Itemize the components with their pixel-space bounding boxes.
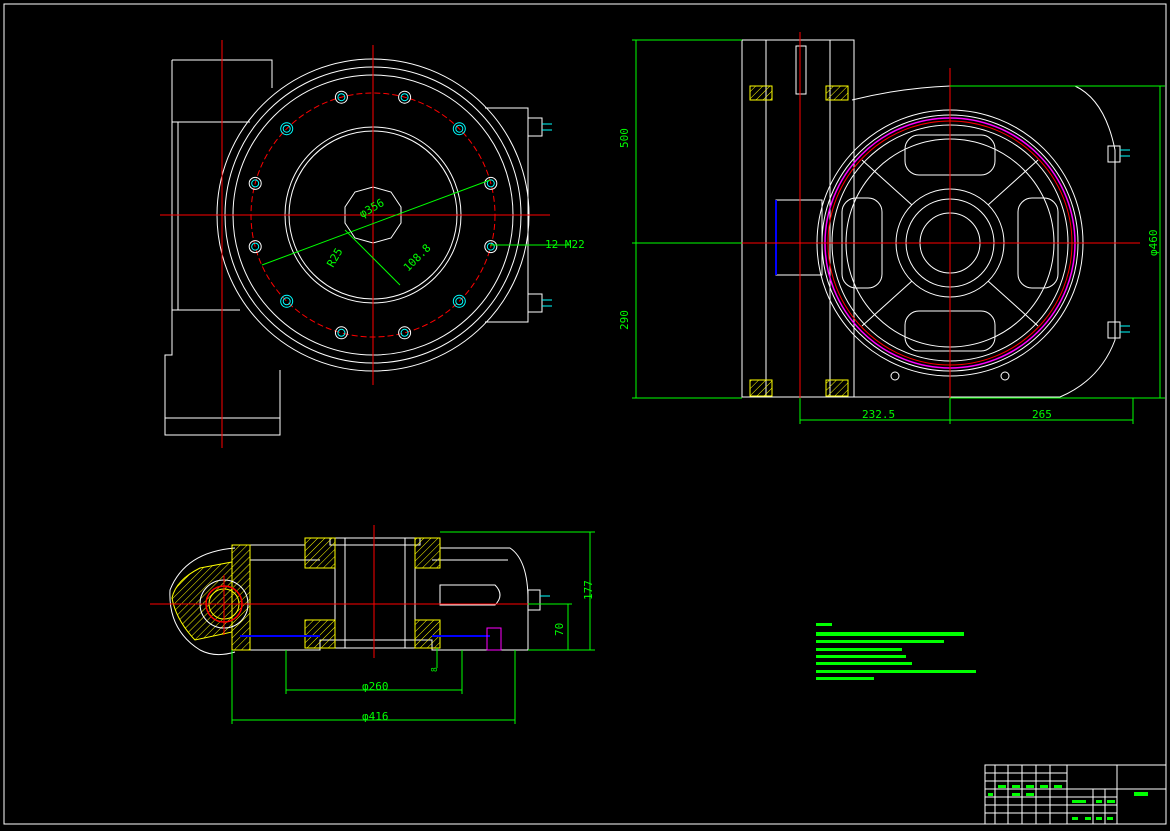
bolt-hole [398,326,412,340]
title-block-marks [988,785,1148,820]
dim-bolt-holes: 12-M22 [545,238,585,251]
bolt-hole [334,326,348,340]
dim-offset: 108.8 [401,242,434,275]
bolt-hole-inner [282,297,291,306]
dim-height-70: 70 [553,623,566,636]
bolt-hole [248,240,262,254]
dim-small: 8 [430,667,439,672]
bolt-hole-inner [455,124,464,133]
bolt-hole [248,176,262,190]
dim-width-265: 265 [1032,408,1052,421]
dim-height-177: 177 [582,580,595,600]
dim-diameter-260: φ260 [362,680,389,693]
bolt-hole [452,122,466,136]
side-view-colored-rings [749,85,1130,397]
section-view-centerlines [150,525,548,658]
bolt-hole [334,90,348,104]
bolt-hole [280,294,294,308]
front-view-centerlines [160,40,550,448]
dim-height-500: 500 [618,128,631,148]
dim-diameter-416: φ416 [362,710,389,723]
bolt-hole-inner [455,297,464,306]
dim-keyway-radius: R25 [324,246,345,270]
bolt-hole-inner [486,179,495,188]
bolt-hole-inner [251,242,260,251]
front-view-cyan-bolts [542,123,552,307]
bolt-hole-inner [282,124,291,133]
technical-notes [816,623,976,680]
bolt-hole-inner [337,93,346,102]
bolt-hole [484,240,498,254]
bolt-hole-inner [251,179,260,188]
title-block [984,764,1167,825]
sheet-border [3,3,1167,825]
dim-diameter-460: φ460 [1147,230,1160,257]
bolt-hole-inner [400,328,409,337]
bolt-hole [280,122,294,136]
side-view-dimensions [632,39,1165,424]
dim-height-290: 290 [618,310,631,330]
bolt-hole [484,176,498,190]
bolt-hole-inner [400,93,409,102]
bolt-hole [398,90,412,104]
front-view-dimensions [261,179,570,286]
side-view-centerlines [740,32,1140,405]
dim-bore-diameter: φ356 [357,196,386,221]
bolt-hole-inner [486,242,495,251]
bolt-hole-inner [337,328,346,337]
section-view-hatching [171,537,441,651]
dim-width-232: 232.5 [862,408,895,421]
section-view-dimensions [231,531,595,724]
side-view [741,39,1121,398]
bolt-hole [452,294,466,308]
